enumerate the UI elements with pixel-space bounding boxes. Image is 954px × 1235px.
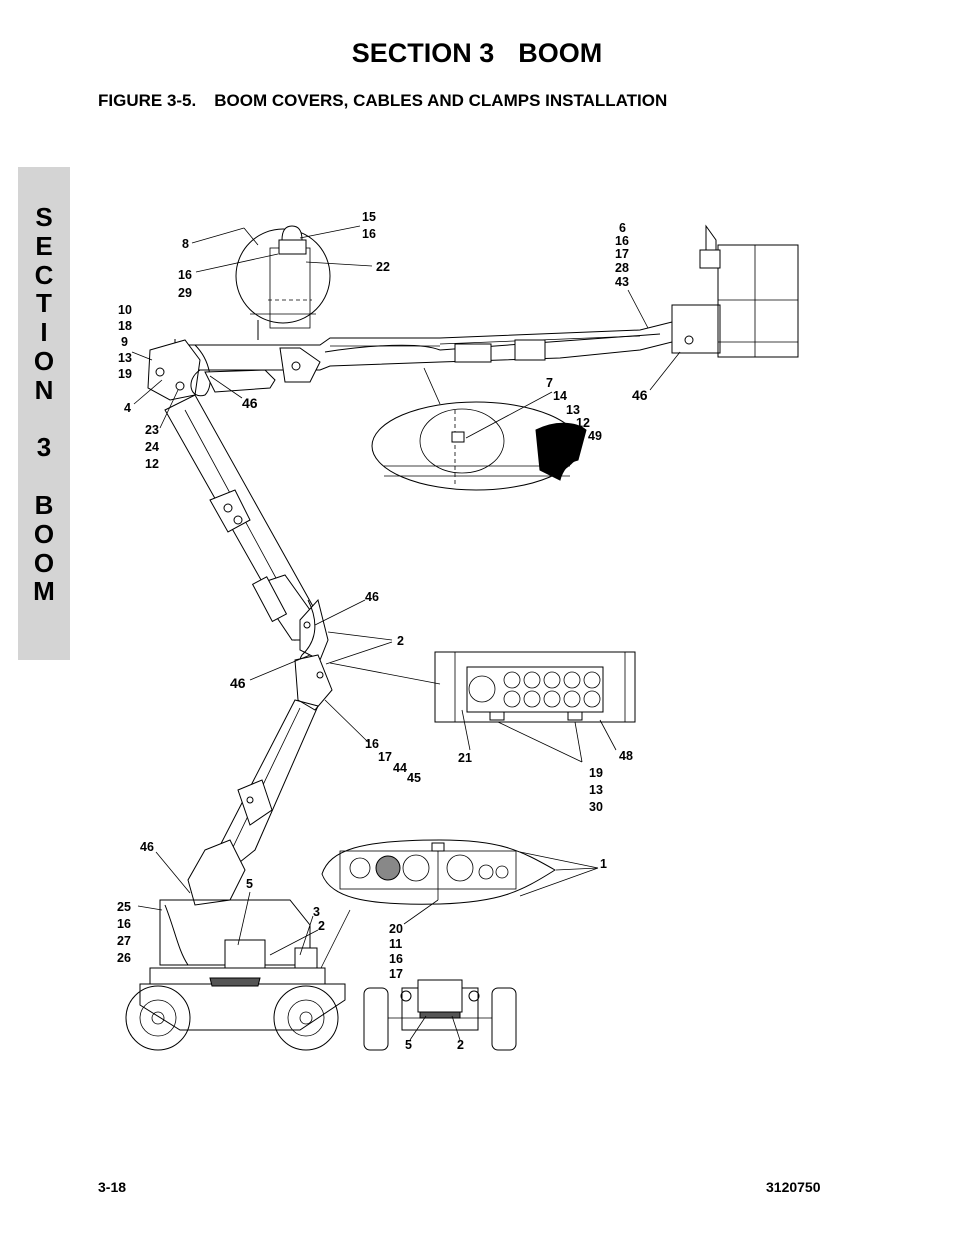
callout: 14 [553,389,567,403]
callout: 6 [619,221,626,235]
callout: 16 [365,737,379,751]
callout: 45 [407,771,421,785]
callout: 43 [615,275,629,289]
callout: 12 [576,416,590,430]
callout: 16 [178,268,192,282]
callout: 46 [230,675,246,691]
callout: 25 [117,900,131,914]
figure-title: FIGURE 3-5. BOOM COVERS, CABLES AND CLAMP… [98,91,667,111]
side-tab-letter: O [33,518,55,549]
inset-center-oval [371,367,587,491]
callout: 49 [588,429,602,443]
callout: 46 [140,840,154,854]
callout: 27 [117,934,131,948]
lower-boom [187,699,319,906]
side-tab-letter: O [33,547,55,578]
callout: 17 [389,967,403,981]
upper-boom [174,321,681,383]
leader-lines [131,225,681,1041]
figure-number: FIGURE 3-5. [98,91,197,110]
callout: 24 [145,440,159,454]
inset-top-left [235,225,331,340]
callout: 28 [615,261,629,275]
document-number: 3120750 [766,1179,821,1195]
callout: 22 [376,260,390,274]
callout: 21 [458,751,472,765]
callout: 13 [589,783,603,797]
callout: 2 [397,634,404,648]
callout: 17 [378,750,392,764]
elbow-joint [294,598,333,711]
callout: 29 [178,286,192,300]
side-tab-letter: S [35,202,53,232]
callout: 11 [389,937,402,951]
callout: 15 [362,210,376,224]
callout: 17 [615,247,629,261]
side-tab-letter: I [40,317,48,348]
section-side-tab: S E C T I O N 3 B O O M [18,167,70,660]
callout: 16 [117,917,131,931]
callout: 18 [118,319,132,333]
chassis [125,899,346,1051]
callout: 23 [145,423,159,437]
side-tab-letter: E [35,230,53,261]
callout: 19 [589,766,603,780]
callout: 13 [118,351,132,365]
side-tab-letter: M [33,576,55,607]
callout: 7 [546,376,553,390]
page-number: 3-18 [98,1179,127,1195]
callout: 16 [615,234,629,248]
side-tab-letter: B [34,489,54,520]
callout: 16 [389,952,403,966]
callout: 30 [589,800,603,814]
callout: 16 [362,227,376,241]
callout: 5 [246,877,253,891]
inset-right-rect [329,651,636,723]
section-number: SECTION 3 [351,38,495,68]
callout: 26 [117,951,131,965]
callout: 2 [457,1038,464,1052]
side-tab-letter: C [34,259,54,290]
callout: 44 [393,761,407,775]
boom-knuckle [147,339,276,401]
side-tab-letter: 3 [36,432,52,463]
callout: 2 [318,919,325,933]
callout: 3 [313,905,320,919]
section-header: SECTION 3 BOOM [0,38,954,69]
callout: 12 [145,457,159,471]
callout: 46 [365,590,379,604]
callout: 4 [124,401,131,415]
side-tab-letter: T [36,288,52,319]
side-tab-letter: N [34,374,54,405]
callout: 5 [405,1038,412,1052]
callout: 10 [118,303,132,317]
callout: 9 [121,335,128,349]
callout: 13 [566,403,580,417]
callout: 20 [389,922,403,936]
figure-caption: BOOM COVERS, CABLES AND CLAMPS INSTALLAT… [214,91,668,110]
callout: 8 [182,237,189,251]
callout-labels: 8 15 16 22 16 29 10 18 9 13 19 4 23 24 1… [117,210,648,1052]
side-tab-letters: S E C T I O N 3 B O O M [18,203,70,606]
callout: 19 [118,367,132,381]
callout: 46 [242,395,258,411]
inset-bottom-oval [319,839,556,971]
callout: 46 [632,387,648,403]
section-title: BOOM [518,38,603,68]
middle-boom [164,394,316,641]
side-tab-letter: O [33,345,55,376]
platform [671,224,799,358]
base-top-view [363,979,517,1051]
callout: 48 [619,749,633,763]
callout: 1 [600,857,607,871]
